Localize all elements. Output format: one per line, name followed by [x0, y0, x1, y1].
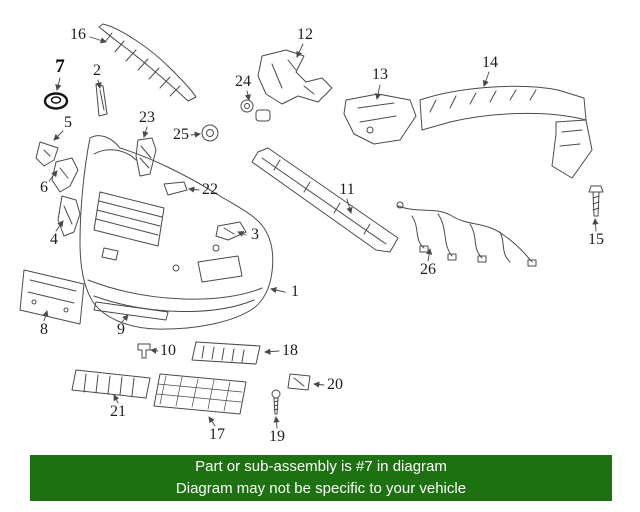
part-9-trim-strip: [93, 301, 169, 321]
callout-22: 22: [202, 181, 218, 198]
part-25-grommet: [201, 124, 219, 142]
part-7-grommet-highlighted: [43, 92, 69, 110]
callout-1: 1: [291, 283, 299, 300]
part-19-screw: [271, 389, 281, 415]
callout-16: 16: [70, 26, 86, 43]
part-18-grille-insert: [191, 341, 261, 365]
callout-8: 8: [40, 321, 48, 338]
part-17-mesh-grille: [153, 373, 247, 415]
callout-21: 21: [110, 403, 126, 420]
callout-6: 6: [40, 179, 48, 196]
part-14-impact-bar: [419, 85, 593, 179]
part-21-outer-grille: [71, 369, 151, 399]
note-banner: Part or sub-assembly is #7 in diagram Di…: [30, 455, 612, 501]
part-22-cap: [163, 181, 188, 196]
part-8-license-plate-bracket: [19, 269, 85, 325]
part-13-mounting-bracket: [343, 93, 417, 145]
callout-18: 18: [282, 342, 298, 359]
callout-17: 17: [209, 426, 225, 443]
part-26-wiring-harness: [396, 201, 537, 267]
banner-note-line2: Diagram may not be specific to your vehi…: [175, 480, 467, 497]
callout-25: 25: [173, 126, 189, 143]
part-4-side-support: [57, 195, 81, 237]
part-15-bolt: [588, 185, 604, 217]
callout-26: 26: [420, 261, 436, 278]
part-20-bracket: [287, 373, 311, 391]
part-5-clip: [35, 141, 59, 167]
callout-4: 4: [50, 231, 58, 248]
callout-14: 14: [482, 54, 498, 71]
part-10-clip: [137, 343, 151, 359]
leader-lines: [42, 36, 599, 429]
part-11-impact-absorber: [251, 147, 399, 253]
part-23-side-bracket: [135, 137, 157, 177]
callout-5: 5: [64, 114, 72, 131]
part-6-bracket: [51, 157, 79, 193]
callout-19: 19: [269, 428, 285, 445]
callout-2: 2: [93, 62, 101, 79]
callout-12: 12: [297, 26, 313, 43]
callout-11: 11: [339, 181, 355, 198]
diagram-line-art: [19, 23, 604, 429]
callout-20: 20: [327, 376, 343, 393]
callout-23: 23: [139, 109, 155, 126]
callout-13: 13: [372, 66, 388, 83]
callout-9: 9: [117, 321, 125, 338]
banner-note-line1: Part or sub-assembly is #7 in diagram: [195, 458, 447, 476]
part-12-bracket: [257, 49, 333, 105]
part-1-bumper-cover: [79, 135, 274, 330]
callout-10: 10: [160, 342, 176, 359]
callout-15: 15: [588, 231, 604, 248]
part-3-bracket: [215, 221, 247, 241]
callout-24: 24: [235, 73, 251, 90]
callout-7: 7: [55, 56, 65, 77]
part-16-air-vent-grille: [98, 23, 197, 102]
callout-3: 3: [251, 226, 259, 243]
